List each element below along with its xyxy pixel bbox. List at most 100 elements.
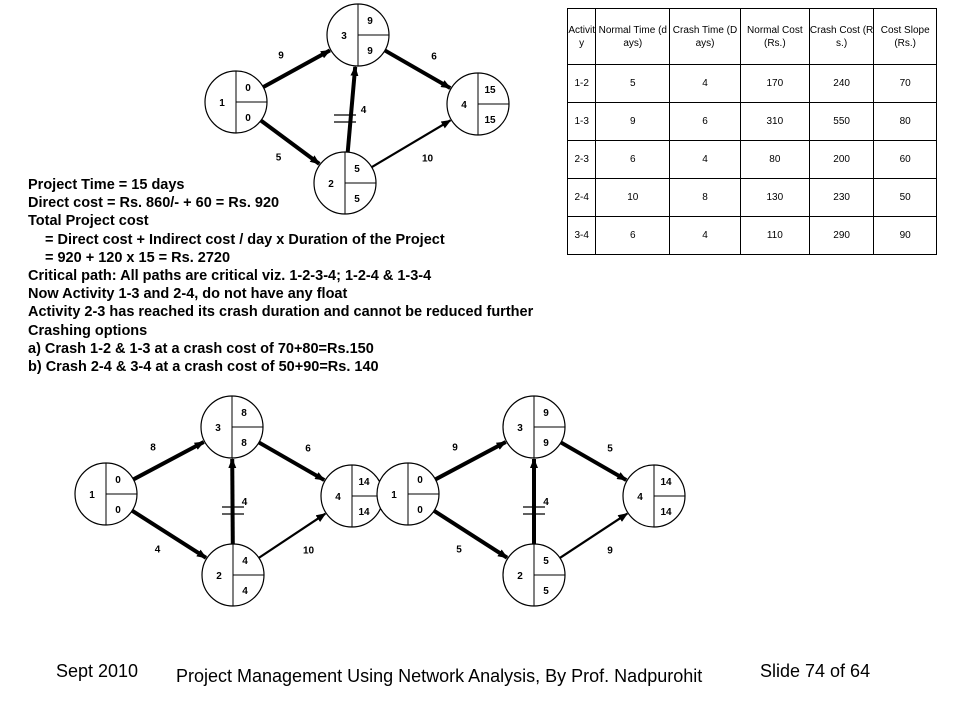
crashing-options-heading: Crashing options [28,322,148,339]
project-time: Project Time = 15 days [28,177,185,193]
col-crash-time: Crash Time (Days) [669,8,741,65]
table-cell: 70 [873,64,937,103]
node-latest-time: 0 [417,505,423,516]
activity-arrow-3-4 [257,440,326,482]
direct-cost: Direct cost = Rs. 860/- + 60 = Rs. 920 [28,195,280,212]
activity-duration-label: 5 [276,153,282,164]
node-number: 4 [637,492,643,503]
table-cell: 10 [595,178,671,217]
table-cell: 6 [595,140,671,179]
col-cost-slope: Cost Slope (Rs.) [873,8,937,65]
table-cell: 290 [808,216,875,255]
col-crash-cost: Crash Cost (Rs.) [808,8,875,65]
table-cell: 2-3 [566,140,597,179]
table-cell: 4 [669,216,741,255]
node-earliest-time: 14 [660,477,672,488]
node-earliest-time: 9 [543,408,549,419]
node-latest-time: 5 [543,586,549,597]
table-cell: 200 [808,140,875,179]
col-normal-time: Normal Time (days) [595,8,671,65]
critical-path: Critical path: All paths are critical vi… [28,268,432,285]
total-cost-heading: Total Project cost [28,213,149,230]
node-number: 3 [341,31,347,42]
network-node-4: 4 15 15 [446,72,510,136]
activity-duration-label: 4 [543,497,549,508]
table-cell: 4 [669,140,741,179]
table-cell: 90 [873,216,937,255]
node-earliest-time: 14 [358,477,370,488]
activity-duration-label: 9 [452,443,458,454]
table-cell: 230 [808,178,875,217]
table-cell: 240 [808,64,875,103]
node-earliest-time: 5 [354,164,360,175]
table-cell: 5 [595,64,671,103]
activity-arrow-1-3 [262,48,331,89]
node-latest-time: 0 [245,113,251,124]
node-earliest-time: 0 [417,475,423,486]
table-cell: 1-2 [566,64,597,103]
node-latest-time: 14 [660,507,672,518]
node-latest-time: 0 [115,505,121,516]
node-number: 2 [216,571,222,582]
table-cell: 6 [669,102,741,141]
total-cost-value: = 920 + 120 x 15 = Rs. 2720 [45,249,231,266]
table-cell: 50 [873,178,937,217]
node-latest-time: 4 [242,586,248,597]
crashing-option-a: a) Crash 1-2 & 1-3 at a crash cost of 70… [28,340,374,357]
table-cell: 3-4 [566,216,597,255]
total-cost-formula: = Direct cost + Indirect cost / day x Du… [45,231,445,248]
table-cell: 170 [739,64,810,103]
footer-date: Sept 2010 [56,661,139,681]
activity-arrow-1-3 [434,440,507,482]
node-number: 4 [461,100,467,111]
table-cell: 310 [739,102,810,141]
network-node-4: 4 14 14 [320,464,384,528]
node-number: 1 [391,490,397,501]
activity-duration-label: 9 [607,546,613,557]
activity-arrow-1-2 [259,118,321,166]
activity-duration-label: 9 [278,51,284,62]
node-earliest-time: 15 [484,85,496,96]
node-number: 1 [219,98,225,109]
node-number: 1 [89,490,95,501]
table-cell: 130 [739,178,810,217]
network-node-1: 100 [204,70,268,134]
node-latest-time: 14 [358,507,370,518]
calculation-notes: Project Time = 15 days Direct cost = Rs.… [28,176,533,376]
network-node-4: 4 14 14 [622,464,686,528]
node-number: 4 [335,492,341,503]
node-earliest-time: 8 [241,408,247,419]
activity-arrow-1-2 [131,508,208,560]
activity-duration-label: 5 [607,444,613,455]
node-number: 3 [215,423,221,434]
node-number: 2 [328,179,334,190]
node-earliest-time: 9 [367,16,373,27]
activity-duration-label: 6 [305,444,311,455]
table-cell: 80 [739,140,810,179]
activity-duration-label: 6 [431,52,437,63]
table-cell: 4 [669,64,741,103]
activity-arrow-2-3 [228,457,237,545]
crashing-option-b: b) Crash 2-4 & 3-4 at a crash cost of 50… [28,359,379,376]
activity-arrow-1-2 [432,509,509,560]
node-latest-time: 5 [354,194,360,205]
node-earliest-time: 5 [543,556,549,567]
node-latest-time: 9 [543,438,549,449]
cost-table: Activity Normal Time (days) Crash Time (… [566,8,937,255]
network-node-1: 100 [74,462,138,526]
activity-duration-label: 4 [242,497,248,508]
footer-title: Project Management Using Network Analysi… [176,666,703,686]
network-node-3: 399 [502,395,566,459]
activity-arrow-1-3 [132,440,205,482]
network-node-2: 2 5 5 [313,151,377,215]
node-latest-time: 15 [484,115,496,126]
table-cell: 1-3 [566,102,597,141]
